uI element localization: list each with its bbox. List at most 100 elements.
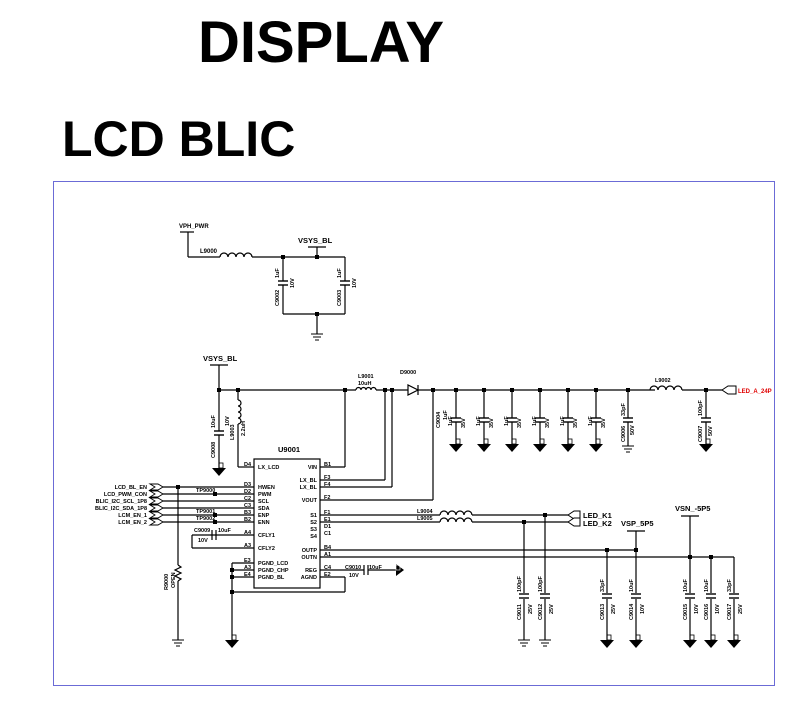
pin-name: S4	[310, 534, 318, 540]
port-symbol	[148, 511, 164, 519]
pin-number: B2	[244, 517, 251, 523]
pin-name: REG	[305, 568, 317, 574]
svg-text:1uF: 1uF	[443, 410, 449, 420]
cap-voltage: 25V	[611, 604, 617, 614]
pin-number: E3	[244, 558, 251, 564]
page-title: DISPLAY	[198, 10, 445, 75]
inductor-l9002	[649, 385, 683, 391]
control-inputs: LCD_BL_ENLCD_PWM_CONTP9000BLIC_I2C_SCL_1…	[95, 483, 254, 526]
capacitor-c9032: 1uF 35V	[588, 388, 607, 453]
diode-d9000	[407, 384, 420, 396]
svg-text:10V: 10V	[352, 278, 358, 288]
resistor-r9000	[173, 564, 183, 582]
l9000-ref: L9000	[200, 249, 218, 255]
svg-text:C9008: C9008	[211, 442, 217, 458]
net-label-led-a: LED_A_24P	[738, 389, 772, 395]
cap-ref: C9013	[600, 604, 606, 620]
svg-text:C9010: C9010	[345, 565, 361, 571]
pin-name: PWM	[258, 492, 272, 498]
inductor-l9003	[237, 399, 242, 425]
capacitor-c9002: 1uF 10V C9002	[275, 268, 296, 306]
svg-text:10V: 10V	[290, 278, 296, 288]
l9005-ref: L9005	[417, 516, 433, 522]
pin-name: ENN	[258, 520, 270, 526]
port-symbol	[148, 490, 164, 498]
pin-number: A1	[324, 552, 331, 558]
cap-voltage: 25V	[528, 604, 534, 614]
cap-value: 10uF	[683, 579, 689, 592]
pin-number: A3	[244, 543, 251, 549]
pin-name: PGND_BL	[258, 575, 285, 581]
pin-name: OUTN	[301, 555, 317, 561]
pin-number: E4	[244, 572, 252, 578]
cap-voltage: 25V	[738, 604, 744, 614]
pin-number: C3	[244, 503, 251, 509]
cap-voltage: 35V	[573, 418, 579, 428]
cap-value: 1uF	[560, 416, 566, 426]
pin-name: OUTP	[302, 548, 318, 554]
capacitor-c9003: 1uF 10V C9003	[337, 268, 358, 306]
l9003-value: 2.2uH	[241, 421, 247, 436]
r9000-value: OPEN	[171, 572, 177, 588]
svg-text:10uF: 10uF	[218, 528, 231, 534]
net-label-vsn: VSN_-5P5	[675, 504, 710, 513]
signal-name: LCM_EN_1	[118, 513, 147, 519]
pin-name: VOUT	[302, 498, 318, 504]
pin-number: B4	[324, 545, 332, 551]
ground-section: R9000 OPEN	[164, 488, 346, 649]
l9002-ref: L9002	[655, 378, 671, 384]
pin-name: S2	[310, 520, 317, 526]
svg-text:C9003: C9003	[337, 290, 343, 306]
net-label-vsys-bl-top: VSYS_BL	[298, 236, 333, 245]
r9000-ref: R9000	[164, 574, 170, 590]
cap-voltage: 35V	[517, 418, 523, 428]
pin-number: B3	[244, 510, 251, 516]
d9000-ref: D9000	[400, 370, 416, 376]
cap-voltage: 35V	[461, 418, 467, 428]
svg-text:33pF: 33pF	[621, 403, 627, 416]
capacitor-c9010: C9010 10uF 10V	[345, 565, 382, 579]
svg-text:10uF: 10uF	[369, 565, 382, 571]
signal-name: LCD_PWM_CON	[104, 492, 147, 498]
cap-value: 1uF	[588, 416, 594, 426]
test-point: TP9002	[196, 516, 215, 522]
svg-text:1uF: 1uF	[275, 268, 281, 278]
pin-name: AGND	[301, 575, 317, 581]
cap-ref: C9011	[517, 604, 523, 620]
cap-value: 1uF	[532, 416, 538, 426]
svg-text:10uF: 10uF	[211, 415, 217, 428]
lcd-bias-section: VSP_5P5 VSN_-5P5	[320, 504, 735, 640]
l9003-ref: L9003	[230, 424, 236, 440]
svg-text:C9006: C9006	[621, 426, 627, 442]
svg-text:10V: 10V	[349, 573, 359, 579]
input-filter-section: VPH_PWR L9000 VSYS_BL 1uF 10V C9002 1uF …	[179, 224, 358, 341]
net-label-vph-pwr: VPH_PWR	[179, 224, 209, 230]
svg-text:C9007: C9007	[698, 426, 704, 442]
cap-ref: C9014	[629, 603, 635, 620]
pin-name: LX_BL	[300, 485, 318, 491]
cap-voltage: 10V	[715, 604, 721, 614]
cap-ref: C9015	[683, 604, 689, 620]
pin-number: F2	[324, 495, 330, 501]
pin-number: D1	[324, 524, 331, 530]
port-symbol	[148, 504, 164, 512]
cap-value: 33pF	[727, 579, 733, 592]
pin-number: A4	[244, 530, 252, 536]
inductor-l9005	[439, 517, 473, 523]
svg-text:10V: 10V	[198, 538, 208, 544]
pin-number: A3	[244, 565, 251, 571]
pin-number: C4	[324, 565, 332, 571]
ic-ref: U9001	[278, 445, 300, 454]
pin-name: LX_BL	[300, 478, 318, 484]
cap-ref: C9017	[727, 604, 733, 620]
capacitor-c9008: 10uF 10V C9008	[211, 415, 231, 458]
pin-name: PGND_CHP	[258, 568, 289, 574]
cap-voltage: 35V	[601, 418, 607, 428]
signal-name: BLIC_I2C_SCL_1P8	[96, 499, 147, 505]
